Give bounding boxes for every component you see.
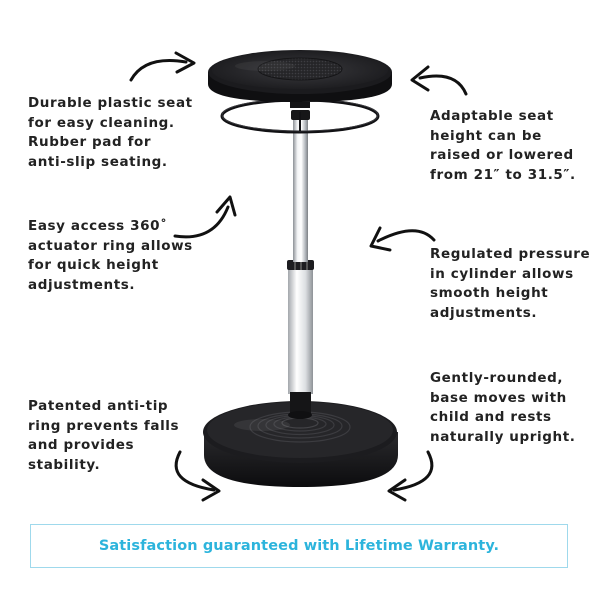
curved-arrow-icon [129,51,196,82]
stool-seat [208,50,392,108]
warranty-banner-text: Satisfaction guaranteed with Lifetime Wa… [98,538,500,554]
callout-actuator-ring: Easy access 360˚ actuator ring allows fo… [28,218,193,293]
curved-arrow-icon [387,450,434,502]
callout-base: Gently-rounded, base moves with child an… [430,370,576,445]
callout-anti-tip: Patented anti-tip ring prevents falls an… [28,398,180,473]
callout-seat: Durable plastic seat for easy cleaning. … [28,95,193,170]
callout-pressure: Regulated pressure in cylinder allows sm… [430,246,591,321]
cylinder-housing [287,260,314,419]
curved-arrow-icon [369,226,436,252]
callout-seat-height: Adaptable seat height can be raised or l… [430,108,576,183]
stool-base [203,401,398,487]
warranty-banner: Satisfaction guaranteed with Lifetime Wa… [30,524,568,568]
curved-arrow-icon [410,65,468,96]
curved-arrow-icon [174,450,221,502]
curved-arrow-icon [173,195,237,239]
